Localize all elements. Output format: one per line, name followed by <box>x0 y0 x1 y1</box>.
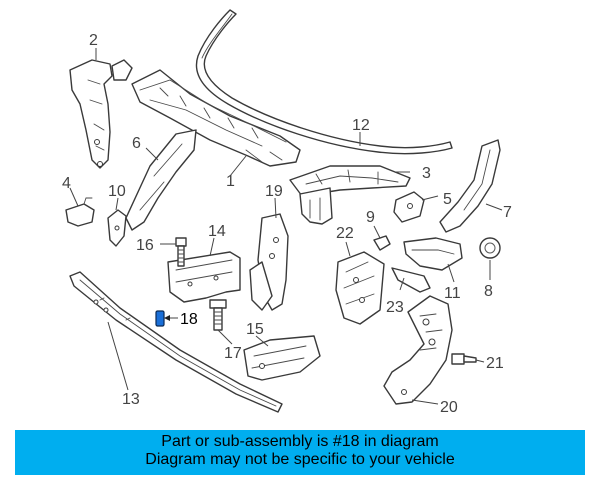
part-16-bolt <box>175 237 187 267</box>
callout-19: 19 <box>265 183 283 200</box>
part-18-highlighted-clip <box>155 310 165 327</box>
callout-12: 12 <box>352 117 370 134</box>
part-8-grommet <box>479 237 501 259</box>
part-11-lower-bracket <box>403 237 463 271</box>
part-6-side-support <box>125 129 197 231</box>
part-9-plug <box>373 235 391 251</box>
callout-10: 10 <box>108 183 126 200</box>
banner-line-1: Part or sub-assembly is #18 in diagram <box>161 433 439 450</box>
part-3-cross-bracket <box>289 165 411 197</box>
callout-7: 7 <box>503 204 512 221</box>
part-7-side-arm <box>439 139 501 233</box>
part-13-bumper-bar <box>69 271 283 413</box>
callout-18: 18 <box>180 311 198 328</box>
callout-labels: 2 1 3 4 5 6 7 8 9 10 11 12 13 14 15 16 1… <box>62 32 512 416</box>
callout-6: 6 <box>132 135 141 152</box>
callout-1: 1 <box>226 173 235 190</box>
part-10-bracket <box>107 209 127 247</box>
part-14-bumper-support <box>167 251 241 303</box>
callout-5: 5 <box>443 191 452 208</box>
part-1-cowl-panel <box>131 69 301 167</box>
part-12-hood-seal <box>195 9 453 155</box>
callout-16: 16 <box>136 237 154 254</box>
callout-20: 20 <box>440 399 458 416</box>
callout-23: 23 <box>386 299 404 316</box>
part-info-banner: Part or sub-assembly is #18 in diagram D… <box>15 430 585 475</box>
part-4-small-bracket <box>65 197 95 227</box>
callout-3: 3 <box>422 165 431 182</box>
banner-line-2: Diagram may not be specific to your vehi… <box>145 451 455 468</box>
highlight-marker <box>155 310 165 327</box>
callout-4: 4 <box>62 175 71 192</box>
callout-11: 11 <box>444 285 461 302</box>
part-17-bolt <box>209 299 227 331</box>
part-19-vertical-support <box>249 187 333 311</box>
callout-9: 9 <box>366 209 375 226</box>
callout-17: 17 <box>224 345 242 362</box>
part-2-upper-bracket <box>69 59 133 169</box>
callout-15: 15 <box>246 321 264 338</box>
callout-14: 14 <box>208 223 226 240</box>
part-5-clip-bracket <box>393 191 425 223</box>
callout-8: 8 <box>484 283 493 300</box>
callout-22: 22 <box>336 225 354 242</box>
callout-2: 2 <box>89 32 98 49</box>
callout-13: 13 <box>122 391 140 408</box>
part-21-bolt <box>451 353 477 365</box>
leader-lines <box>69 48 503 405</box>
part-20-side-bracket <box>383 295 453 405</box>
part-15-absorber-bracket <box>243 335 321 381</box>
exploded-parts-diagram: 2 1 3 4 5 6 7 8 9 10 11 12 13 14 15 16 1… <box>62 9 512 416</box>
callout-21: 21 <box>486 355 504 372</box>
part-23-linkage <box>391 267 431 293</box>
part-22-reinforcement <box>335 251 385 325</box>
